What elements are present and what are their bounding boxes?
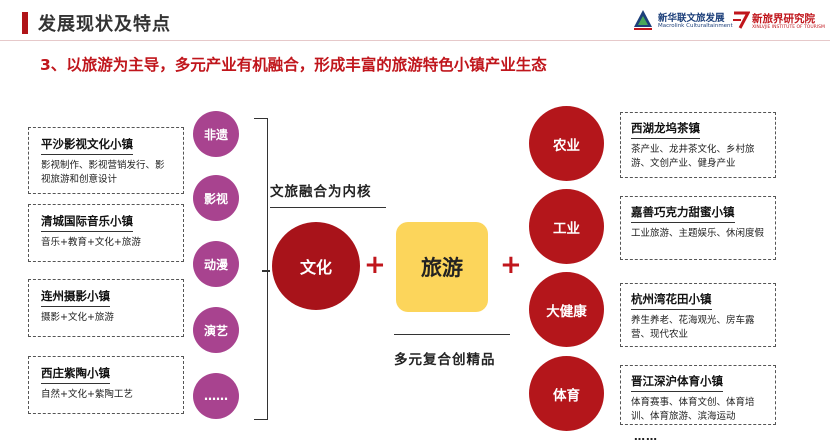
- case-title: 西庄紫陶小镇: [41, 365, 110, 384]
- culture-type-intangible-heritage: 非遗: [193, 111, 239, 157]
- logo-xinlvjie: 新旅界研究院 XINLVJIE INSTITUTE OF TOURISM: [732, 8, 825, 34]
- more-cases-ellipsis: ……: [634, 430, 658, 443]
- slide-subtitle: 3、以旅游为主导，多元产业有机融合，形成丰富的旅游特色小镇产业生态: [40, 56, 547, 74]
- right-case-box: 晋江深沪体育小镇 体育赛事、体育文创、体育培训、体育旅游、滨海运动: [620, 365, 776, 425]
- fusion-label-overline: [394, 334, 510, 335]
- right-case-box: 西湖龙坞茶镇 茶产业、龙井茶文化、乡村旅游、文创产业、健身产业: [620, 112, 776, 178]
- culture-type-performance: 演艺: [193, 307, 239, 353]
- title-accent-bar: [22, 12, 28, 34]
- logo-primary-en: Macrolink Culturaltainment: [658, 23, 733, 29]
- culture-circle: 文化: [272, 222, 360, 310]
- core-label-underline: [270, 207, 386, 208]
- tourism-box: 旅游: [396, 222, 488, 312]
- case-desc: 摄影+文化+旅游: [41, 312, 114, 323]
- logo-secondary-en: XINLVJIE INSTITUTE OF TOURISM: [752, 25, 825, 30]
- bracket-tick: [262, 270, 270, 272]
- fusion-label: 多元复合创精品: [394, 352, 496, 368]
- core-label: 文旅融合为内核: [270, 184, 372, 200]
- industry-agriculture: 农业: [529, 106, 604, 181]
- plus-sign: +: [364, 250, 386, 280]
- xinhualian-logo-icon: [634, 10, 652, 30]
- culture-type-animation: 动漫: [193, 241, 239, 287]
- header-divider: [0, 40, 830, 41]
- logo-primary-cn: 新华联文旅发展: [658, 13, 725, 24]
- page-title: 发展现状及特点: [38, 14, 171, 35]
- case-desc: 养生养老、花海观光、房车露营、现代农业: [631, 315, 755, 340]
- left-case-box: 清城国际音乐小镇 音乐+教育+文化+旅游: [28, 204, 184, 262]
- case-title: 西湖龙坞茶镇: [631, 120, 700, 139]
- case-title: 杭州湾花田小镇: [631, 291, 712, 310]
- logo-secondary-cn: 新旅界研究院: [752, 13, 815, 25]
- case-desc: 自然+文化+紫陶工艺: [41, 389, 133, 400]
- industry-manufacturing: 工业: [529, 189, 604, 264]
- case-desc: 影视制作、影视营销发行、影视旅游和创意设计: [41, 160, 165, 185]
- case-desc: 音乐+教育+文化+旅游: [41, 237, 141, 248]
- case-title: 平沙影视文化小镇: [41, 136, 133, 155]
- case-desc: 茶产业、龙井茶文化、乡村旅游、文创产业、健身产业: [631, 144, 755, 169]
- industry-sports: 体育: [529, 356, 604, 431]
- case-desc: 工业旅游、主题娱乐、休闲度假: [631, 228, 765, 239]
- case-title: 清城国际音乐小镇: [41, 213, 133, 232]
- case-desc: 体育赛事、体育文创、体育培训、体育旅游、滨海运动: [631, 397, 755, 422]
- case-title: 连州摄影小镇: [41, 288, 110, 307]
- right-case-box: 嘉善巧克力甜蜜小镇 工业旅游、主题娱乐、休闲度假: [620, 196, 776, 260]
- case-title: 嘉善巧克力甜蜜小镇: [631, 204, 735, 223]
- left-case-box: 平沙影视文化小镇 影视制作、影视营销发行、影视旅游和创意设计: [28, 127, 184, 194]
- plus-sign: +: [500, 250, 522, 280]
- left-case-box: 西庄紫陶小镇 自然+文化+紫陶工艺: [28, 356, 184, 414]
- culture-type-film: 影视: [193, 175, 239, 221]
- right-case-box: 杭州湾花田小镇 养生养老、花海观光、房车露营、现代农业: [620, 283, 776, 347]
- header: 发展现状及特点 新华联文旅发展 Macrolink Culturaltainme…: [0, 0, 830, 46]
- case-title: 晋江深沪体育小镇: [631, 373, 723, 392]
- logo-xinhualian: 新华联文旅发展 Macrolink Culturaltainment: [632, 8, 733, 34]
- culture-type-more: ……: [193, 373, 239, 419]
- xinlvjie-logo-icon: [733, 11, 750, 29]
- industry-health: 大健康: [529, 272, 604, 347]
- culture-bracket: [254, 118, 268, 420]
- left-case-box: 连州摄影小镇 摄影+文化+旅游: [28, 279, 184, 337]
